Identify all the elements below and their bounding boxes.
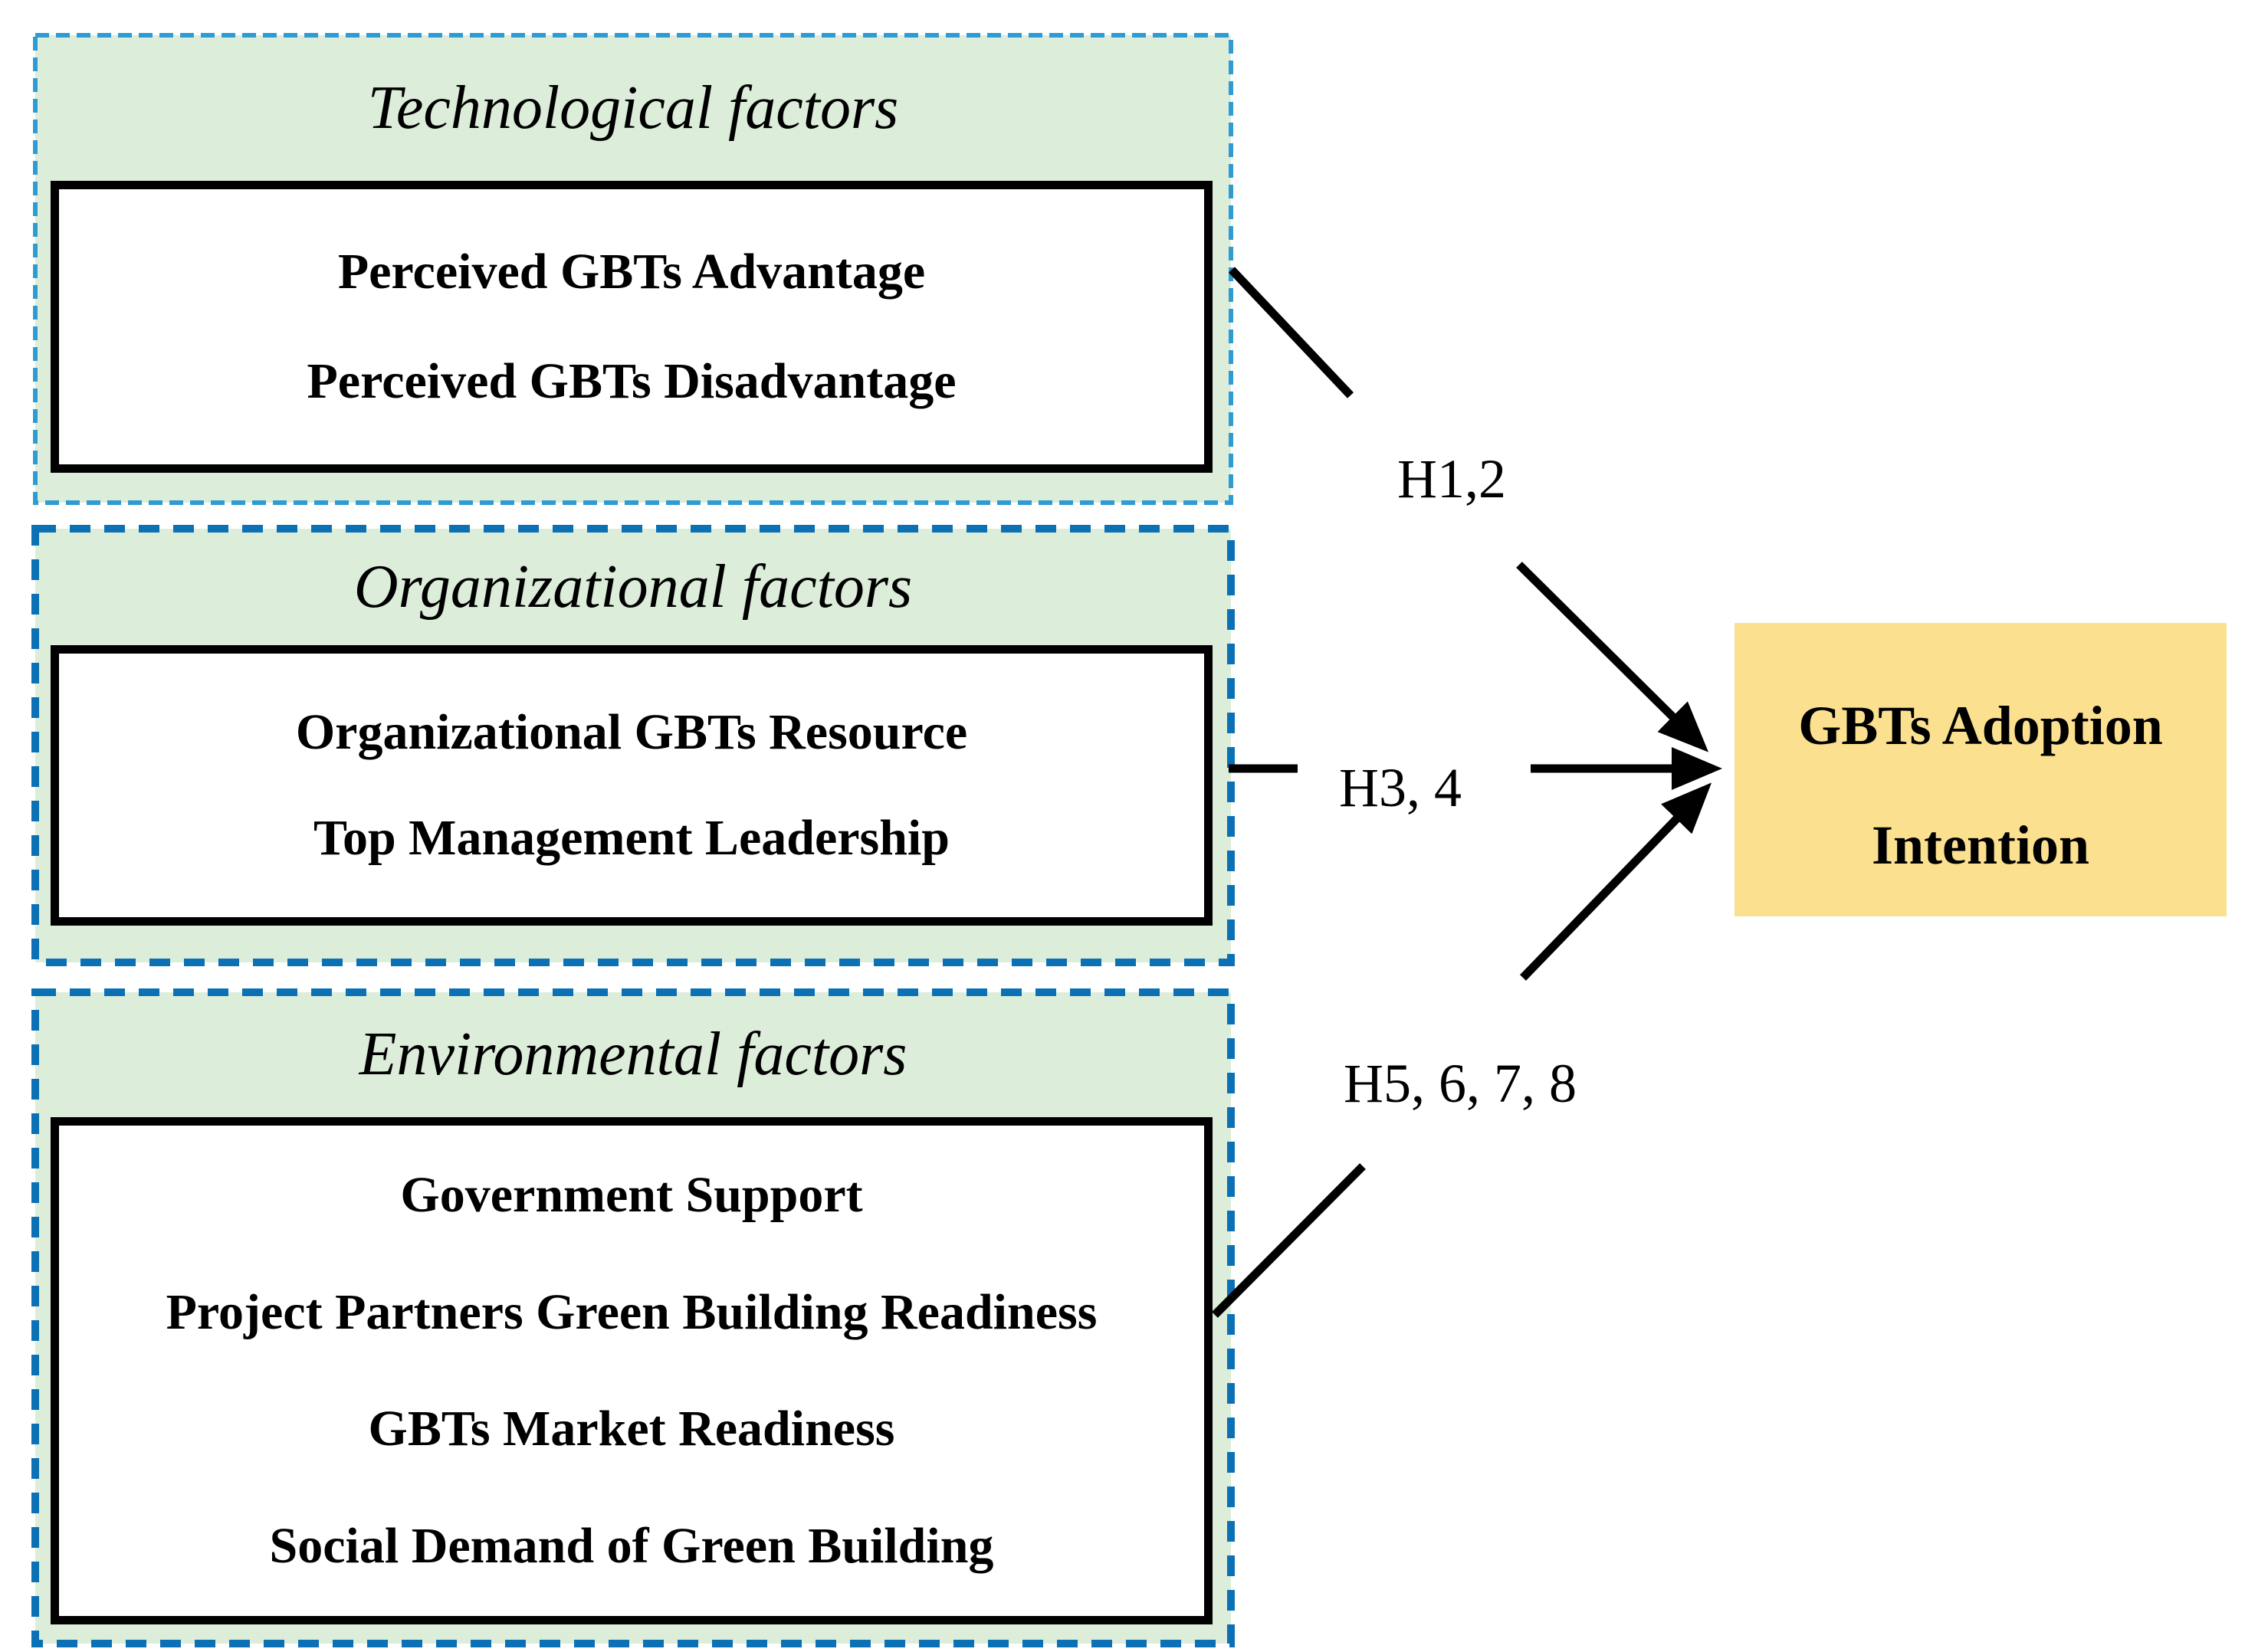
hypothesis-label-h34: H3, 4 bbox=[1339, 757, 1462, 818]
environmental-items-box: Government Support Project Partners Gree… bbox=[51, 1117, 1213, 1624]
environmental-group-title: Environmental factors bbox=[359, 1021, 907, 1088]
technological-group-title: Technological factors bbox=[367, 74, 899, 142]
env-arrow-segment-b bbox=[1520, 782, 1712, 981]
factor-item: Top Management Leadership bbox=[313, 810, 950, 867]
factor-item: Government Support bbox=[400, 1167, 863, 1223]
hypothesis-label-h12: H1,2 bbox=[1397, 448, 1506, 510]
factor-item: Social Demand of Green Building bbox=[269, 1517, 994, 1574]
organizational-items-box: Organizational GBTs Resource Top Managem… bbox=[51, 645, 1213, 926]
factor-item: Perceived GBTs Disadvantage bbox=[307, 353, 957, 410]
technological-items-box: Perceived GBTs Advantage Perceived GBTs … bbox=[51, 181, 1213, 473]
factor-item: Perceived GBTs Advantage bbox=[337, 243, 926, 300]
gbts-adoption-intention-box: GBTs Adoption Intention bbox=[1735, 623, 2227, 916]
factor-item: GBTs Market Readiness bbox=[368, 1401, 895, 1457]
tech-arrow-segment-b bbox=[1516, 562, 1709, 752]
outcome-line-2: Intention bbox=[1871, 814, 2090, 876]
tech-arrow-segment-a bbox=[1229, 267, 1354, 398]
factor-item: Organizational GBTs Resource bbox=[295, 703, 968, 760]
outcome-line-1: GBTs Adoption bbox=[1798, 694, 2163, 756]
factor-item: Project Partners Green Building Readines… bbox=[166, 1283, 1098, 1340]
hypothesis-label-h5678: H5, 6, 7, 8 bbox=[1344, 1053, 1577, 1114]
env-arrow-segment-a bbox=[1212, 1163, 1366, 1318]
organizational-group-title: Organizational factors bbox=[353, 553, 913, 621]
